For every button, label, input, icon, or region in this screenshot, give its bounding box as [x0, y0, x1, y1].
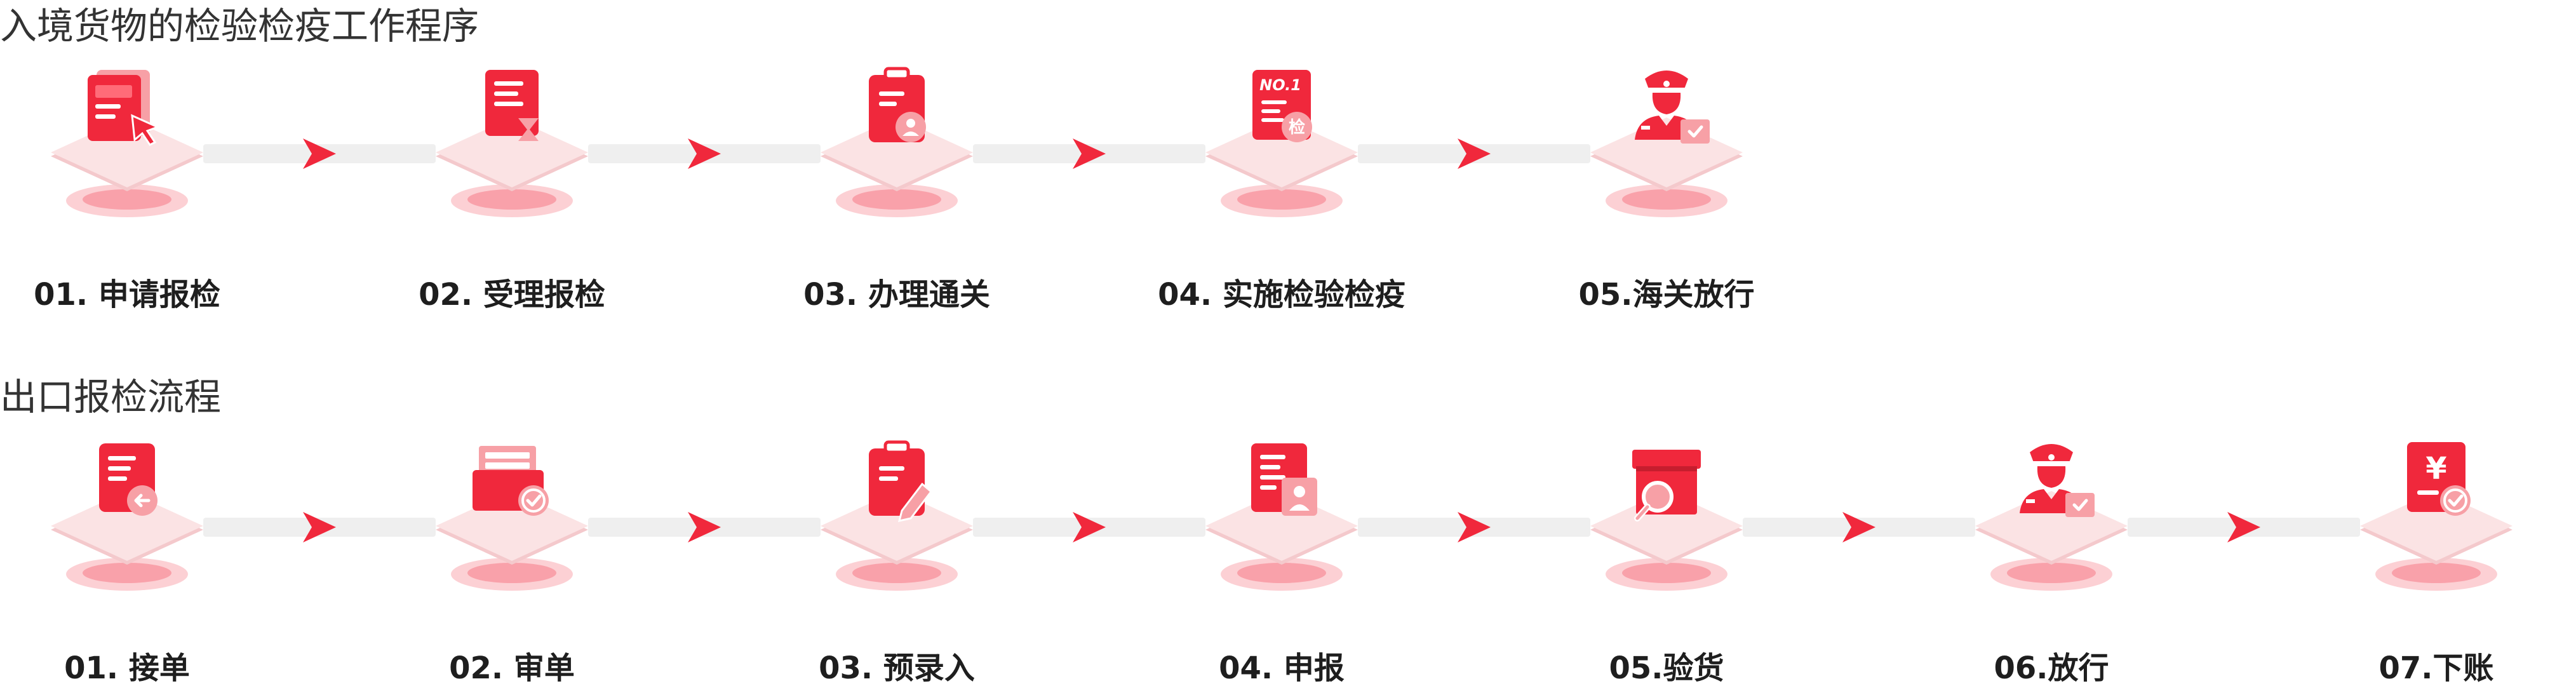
process-step: 01. 接单: [13, 431, 241, 683]
step-label: 02. 受理报检: [419, 277, 605, 313]
step-label: 04. 实施检验检疫: [1158, 277, 1405, 313]
arrow-icon: [1070, 135, 1108, 173]
document-person-icon: [1251, 443, 1317, 516]
clipboard-pen-icon: [869, 440, 933, 522]
step-label: 07.下账: [2378, 650, 2494, 686]
arrow-icon: [300, 135, 339, 173]
step-label: 03. 预录入: [819, 650, 975, 686]
process-step: 02. 受理报检: [398, 57, 626, 310]
step-label: 06.放行: [1994, 650, 2109, 686]
process-diagram: 入境货物的检验检疫工作程序: [0, 4, 2512, 683]
no1-inspection-document-icon: NO.1 检: [1252, 70, 1312, 142]
arrow-icon: [2225, 508, 2263, 546]
process-step: 03. 预录入: [782, 431, 1011, 683]
section-title-export: 出口报检流程: [0, 375, 222, 419]
process-step: 06.放行: [1937, 431, 2166, 683]
arrow-icon: [300, 508, 339, 546]
process-step: 05.验货: [1552, 431, 1781, 683]
step-label: 02. 审单: [449, 650, 575, 686]
clipboard-person-icon: [869, 67, 926, 142]
document-return-icon: [99, 443, 158, 516]
step-label: 03. 办理通关: [803, 277, 990, 313]
svg-text:NO.1: NO.1: [1259, 76, 1301, 94]
process-step: ¥ 07.下账: [2322, 431, 2551, 683]
document-pointer-icon: [88, 70, 160, 146]
document-hourglass-icon: [485, 70, 539, 141]
step-label: 01. 接单: [64, 650, 190, 686]
step-label: 01. 申请报检: [34, 277, 220, 313]
process-step: 02. 审单: [398, 431, 626, 683]
arrow-icon: [685, 135, 723, 173]
process-step: 05.海关放行: [1552, 57, 1781, 310]
step-label: 05.海关放行: [1578, 277, 1755, 313]
customs-officer-icon: [2020, 444, 2095, 517]
section-title-import: 入境货物的检验检疫工作程序: [0, 4, 480, 48]
process-step: 01. 申请报检: [13, 57, 241, 310]
arrow-icon: [1840, 508, 1878, 546]
arrow-icon: [1455, 508, 1493, 546]
svg-text:检: 检: [1289, 118, 1305, 137]
customs-officer-icon: [1635, 71, 1710, 144]
arrow-icon: [1455, 135, 1493, 173]
step-label: 04. 申报: [1219, 650, 1345, 686]
step-label: 05.验货: [1609, 650, 1724, 686]
process-step: 03. 办理通关: [782, 57, 1011, 310]
yen-document-check-icon: ¥: [2407, 442, 2471, 516]
svg-text:¥: ¥: [2425, 451, 2446, 487]
box-magnifier-icon: [1632, 450, 1701, 521]
process-step: NO.1 检 04. 实施检验检疫: [1158, 57, 1405, 310]
arrow-icon: [685, 508, 723, 546]
arrow-icon: [1070, 508, 1108, 546]
folder-check-icon: [473, 446, 549, 516]
process-step: 04. 申报: [1167, 431, 1396, 683]
